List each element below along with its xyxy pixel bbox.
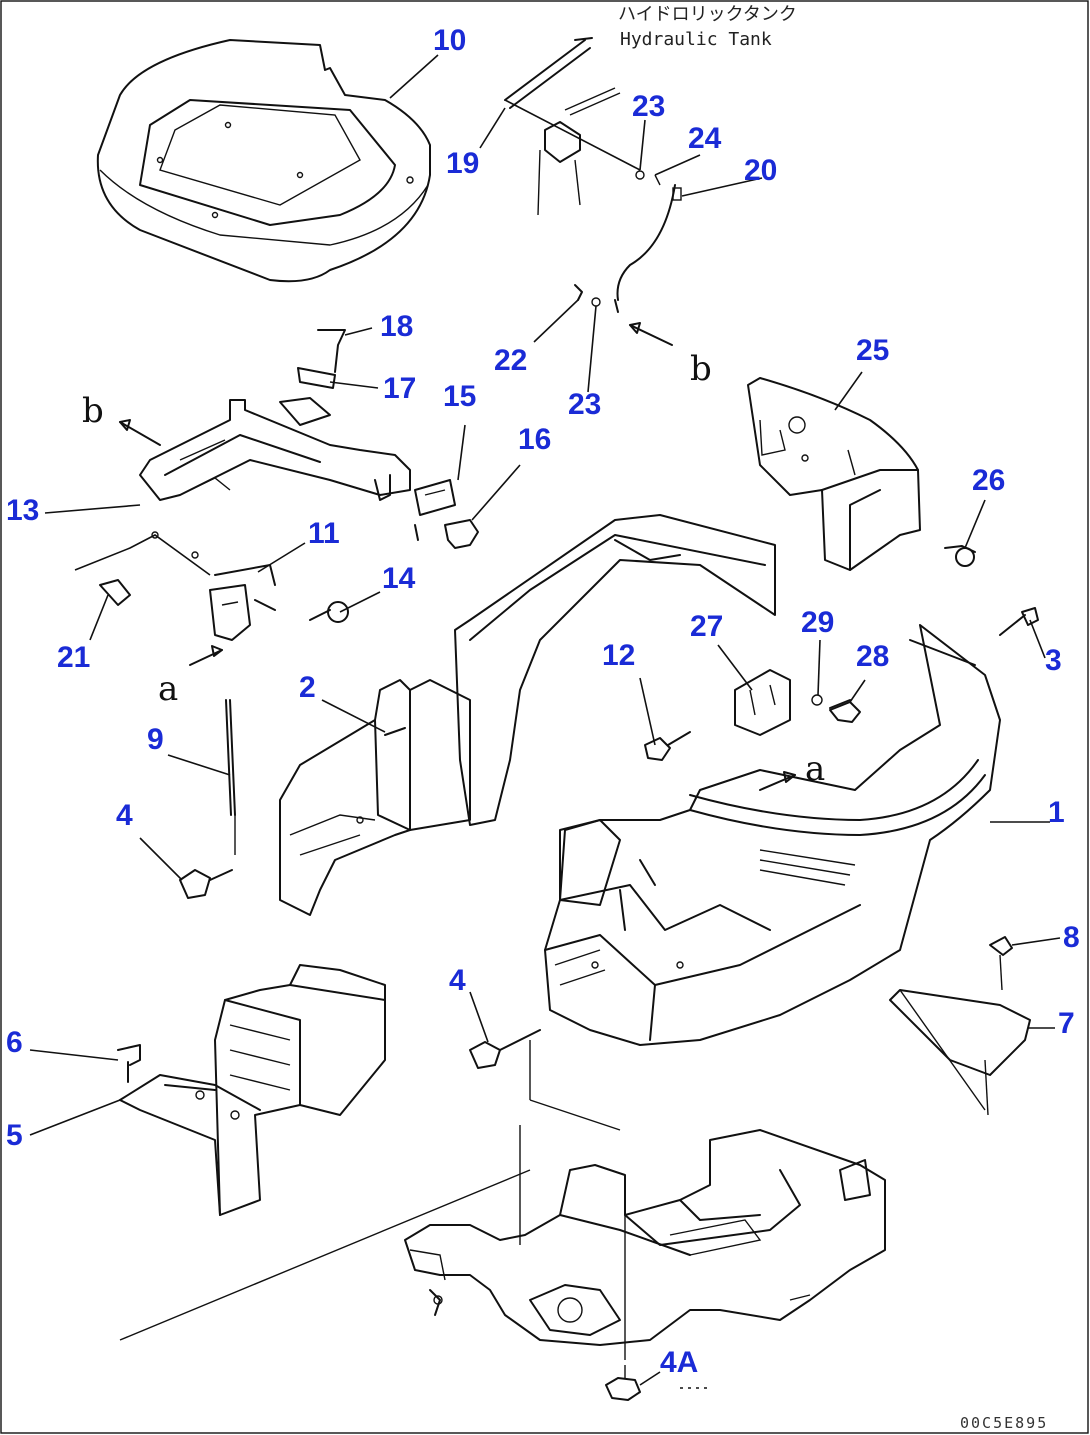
bolt-12 [644, 731, 691, 761]
callout-23-bottom: 23 [568, 388, 601, 421]
callout-1: 1 [1048, 796, 1065, 829]
side-panel [279, 679, 471, 916]
bolt-4-center [469, 1029, 541, 1069]
nut-4A [605, 1365, 641, 1401]
seat-bracket [74, 329, 479, 641]
callout-19: 19 [446, 147, 479, 180]
callout-10: 10 [433, 24, 466, 57]
callout-24: 24 [688, 122, 722, 155]
callout-8: 8 [1063, 921, 1080, 954]
rear-cover [747, 377, 976, 571]
view-arrow-b-right [629, 322, 673, 346]
callout-29: 29 [801, 606, 834, 639]
callout-27: 27 [690, 610, 723, 643]
callout-26: 26 [972, 464, 1005, 497]
lower-frame [119, 1125, 886, 1360]
callout-2: 2 [299, 671, 316, 704]
hydraulic-tank-cable-assembly [504, 37, 682, 313]
callout-4A: 4A [660, 1346, 698, 1379]
callout-4-left: 4 [116, 799, 133, 832]
bolt-8 [989, 936, 1013, 991]
callout-22: 22 [494, 344, 527, 377]
bolt-3 [999, 607, 1039, 636]
view-ref-a-left: a [158, 669, 178, 709]
callout-23-top: 23 [632, 90, 665, 123]
view-ref-a-right: a [805, 749, 825, 789]
callout-17: 17 [383, 372, 416, 405]
main-cover [454, 514, 1001, 1131]
callout-16: 16 [518, 423, 551, 456]
callout-18: 18 [380, 310, 413, 343]
seat-cushion [96, 39, 431, 283]
bracket-27 [734, 669, 791, 736]
leader-lines [29, 54, 1061, 1389]
bolt-28-washer-29 [811, 694, 861, 723]
callout-12: 12 [602, 639, 635, 672]
header-note-en: Hydraulic Tank [620, 29, 772, 50]
callout-25: 25 [856, 334, 889, 367]
view-arrow-b-left [119, 419, 161, 446]
callout-5: 5 [6, 1119, 23, 1152]
callout-28: 28 [856, 640, 889, 673]
callout-11: 11 [308, 517, 340, 550]
callout-13: 13 [6, 494, 39, 527]
bolt-4-left [179, 869, 233, 899]
step-bracket [117, 964, 386, 1216]
callout-9: 9 [147, 723, 164, 756]
header-note-jp: ハイドロリックタンク [618, 4, 797, 25]
callout-4-center: 4 [449, 964, 466, 997]
callout-15: 15 [443, 380, 476, 413]
callout-20: 20 [744, 154, 777, 187]
drawing-code: 00C5E895 [960, 1414, 1048, 1432]
callout-21: 21 [57, 641, 90, 674]
callout-3: 3 [1045, 644, 1062, 677]
plate-7 [889, 989, 1031, 1116]
callout-7: 7 [1058, 1007, 1075, 1040]
view-ref-b-left: b [82, 391, 104, 431]
view-arrow-a-left [189, 645, 223, 666]
view-arrow-a-right [759, 771, 796, 791]
view-ref-b-right: b [690, 349, 712, 389]
callout-14: 14 [382, 562, 416, 595]
stay-rod [225, 699, 236, 855]
callout-6: 6 [6, 1026, 23, 1059]
